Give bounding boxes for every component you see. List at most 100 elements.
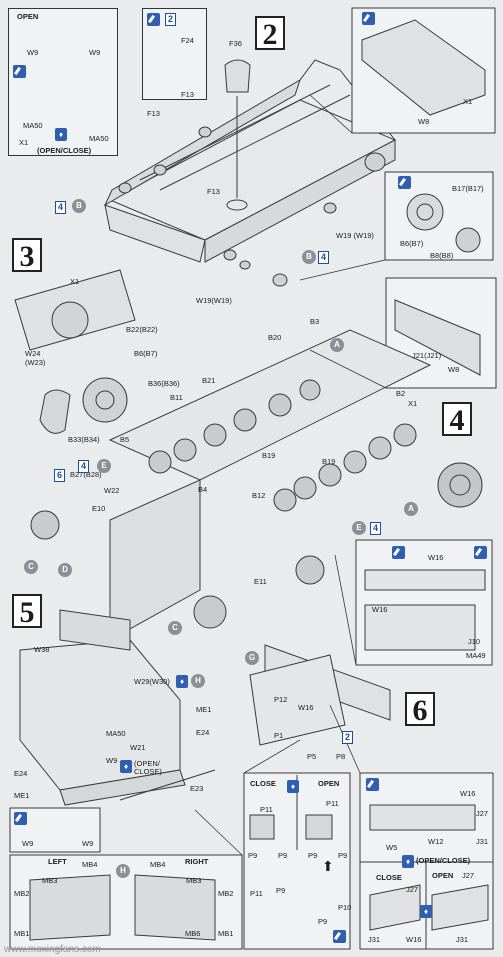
part-label-b11: B11 [170, 393, 183, 402]
part-label-e23: E23 [190, 784, 204, 793]
part-label-x1: X1 [19, 138, 29, 147]
step-number-3: 3 [12, 238, 42, 273]
glue-icon [362, 12, 375, 25]
part-label-mb2: MB2 [218, 889, 234, 898]
cement-icon: ♦ [120, 760, 132, 773]
step-number-4: 4 [442, 402, 472, 437]
glue-icon [474, 546, 487, 559]
glue-icon [366, 778, 379, 791]
part-label-p10: P10 [338, 903, 352, 912]
part-label-w9: W9 [22, 839, 34, 848]
part-label-w19: W19(W19) [196, 296, 232, 305]
cement-icon: ♦ [176, 675, 188, 688]
part-label-e10: E10 [92, 504, 106, 513]
glue-icon [333, 930, 346, 943]
part-label-j31: J31 [456, 935, 469, 944]
part-label-b6: B6(B7) [400, 239, 424, 248]
step-number-2: 2 [255, 16, 285, 51]
subassembly-marker-a: A [404, 502, 418, 516]
subassembly-marker-e: E [352, 521, 366, 535]
part-label-p8: P8 [336, 752, 346, 761]
part-label-b21: B21 [202, 376, 216, 385]
part-label-b4: B4 [198, 485, 208, 494]
part-label-w9: W9 [27, 48, 39, 57]
cement-icon: ♦ [402, 855, 414, 868]
part-label-w8: W8 [448, 365, 460, 374]
subassembly-marker-h: H [116, 864, 130, 878]
part-label-j27: J27 [476, 809, 489, 818]
step-number-5: 5 [12, 594, 42, 629]
part-label-e24: E24 [196, 728, 210, 737]
part-label-mb3: MB3 [42, 876, 58, 885]
part-label-w16: W16 [460, 789, 476, 798]
part-label-p9: P9 [248, 851, 258, 860]
part-label-b33: B33(B34) [68, 435, 100, 444]
close-label: CLOSE [250, 779, 276, 788]
subassembly-marker-c: C [24, 560, 38, 574]
part-label-b19: B19 [262, 451, 276, 460]
subassembly-marker-g: G [245, 651, 259, 665]
part-label-f13: F13 [207, 187, 220, 196]
part-label-x1: X1 [70, 277, 80, 286]
part-label-b6: B6(B7) [134, 349, 158, 358]
right-label: RIGHT [185, 857, 209, 866]
quantity-badge: 4 [318, 251, 330, 264]
open-close-caption: (OPEN/ CLOSE) [134, 759, 162, 776]
open-label: OPEN [17, 12, 39, 21]
quantity-badge: 2 [342, 731, 354, 744]
part-label-ma49: MA49 [466, 651, 486, 660]
part-label-w23: (W23) [25, 358, 46, 367]
part-label-w9: W9 [89, 48, 101, 57]
part-label-j10: J10 [468, 637, 481, 646]
close-label: CLOSE [376, 873, 402, 882]
part-label-f13: F13 [147, 109, 160, 118]
part-label-w8: W8 [418, 117, 430, 126]
subassembly-marker-b: B [302, 250, 316, 264]
open-close-caption: (OPEN/CLOSE) [416, 856, 471, 865]
open-close-caption: (OPEN/CLOSE) [37, 146, 92, 155]
part-label-me1: ME1 [196, 705, 212, 714]
part-label-p11: P11 [326, 799, 339, 808]
quantity-badge: 4 [55, 201, 67, 214]
part-label-mb6: MB6 [185, 929, 201, 938]
subassembly-marker-h: H [191, 674, 205, 688]
quantity-badge: 4 [78, 460, 90, 473]
part-label-b27: B27(B28) [70, 470, 102, 479]
part-label-w9: W9 [82, 839, 94, 848]
part-label-f24: F24 [181, 36, 194, 45]
subassembly-marker-d: D [58, 563, 72, 577]
part-label-me1: ME1 [14, 791, 30, 800]
part-label-mb1: MB1 [218, 929, 234, 938]
part-label-p12: P12 [274, 695, 288, 704]
subassembly-marker-c: C [168, 621, 182, 635]
part-label-p9: P9 [318, 917, 328, 926]
f24-detail-box: 2 F24 F13 [142, 8, 207, 100]
up-arrow-icon: ⬆ [322, 858, 334, 874]
open-label: OPEN [432, 871, 454, 880]
part-label-b36: B36(B36) [148, 379, 180, 388]
part-label-b12: B12 [252, 491, 266, 500]
part-label-ma50: MA50 [89, 134, 109, 143]
part-label-p5: P5 [307, 752, 317, 761]
part-label-e24: E24 [14, 769, 28, 778]
part-label-w16: W16 [298, 703, 314, 712]
part-label-b3: B3 [310, 317, 320, 326]
part-label-b20: B20 [268, 333, 282, 342]
part-label-p9: P9 [276, 886, 286, 895]
part-label-p9: P9 [338, 851, 348, 860]
part-label-ma50: MA50 [23, 121, 43, 130]
part-label-mb3: MB3 [186, 876, 202, 885]
cement-icon: ♦ [55, 128, 67, 141]
glue-icon [147, 13, 160, 26]
part-label-ma50: MA50 [106, 729, 126, 738]
part-label-mb2: MB2 [14, 889, 30, 898]
left-label: LEFT [48, 857, 67, 866]
part-label-j21: J21(J21) [412, 351, 442, 360]
part-label-b2: B2 [396, 389, 406, 398]
step-number-6: 6 [405, 692, 435, 727]
part-label-b19: B19 [322, 457, 336, 466]
part-label-f13: F13 [181, 90, 194, 99]
part-label-w22: W22 [104, 486, 120, 495]
watermark: www.moxingfans.com [4, 944, 101, 955]
